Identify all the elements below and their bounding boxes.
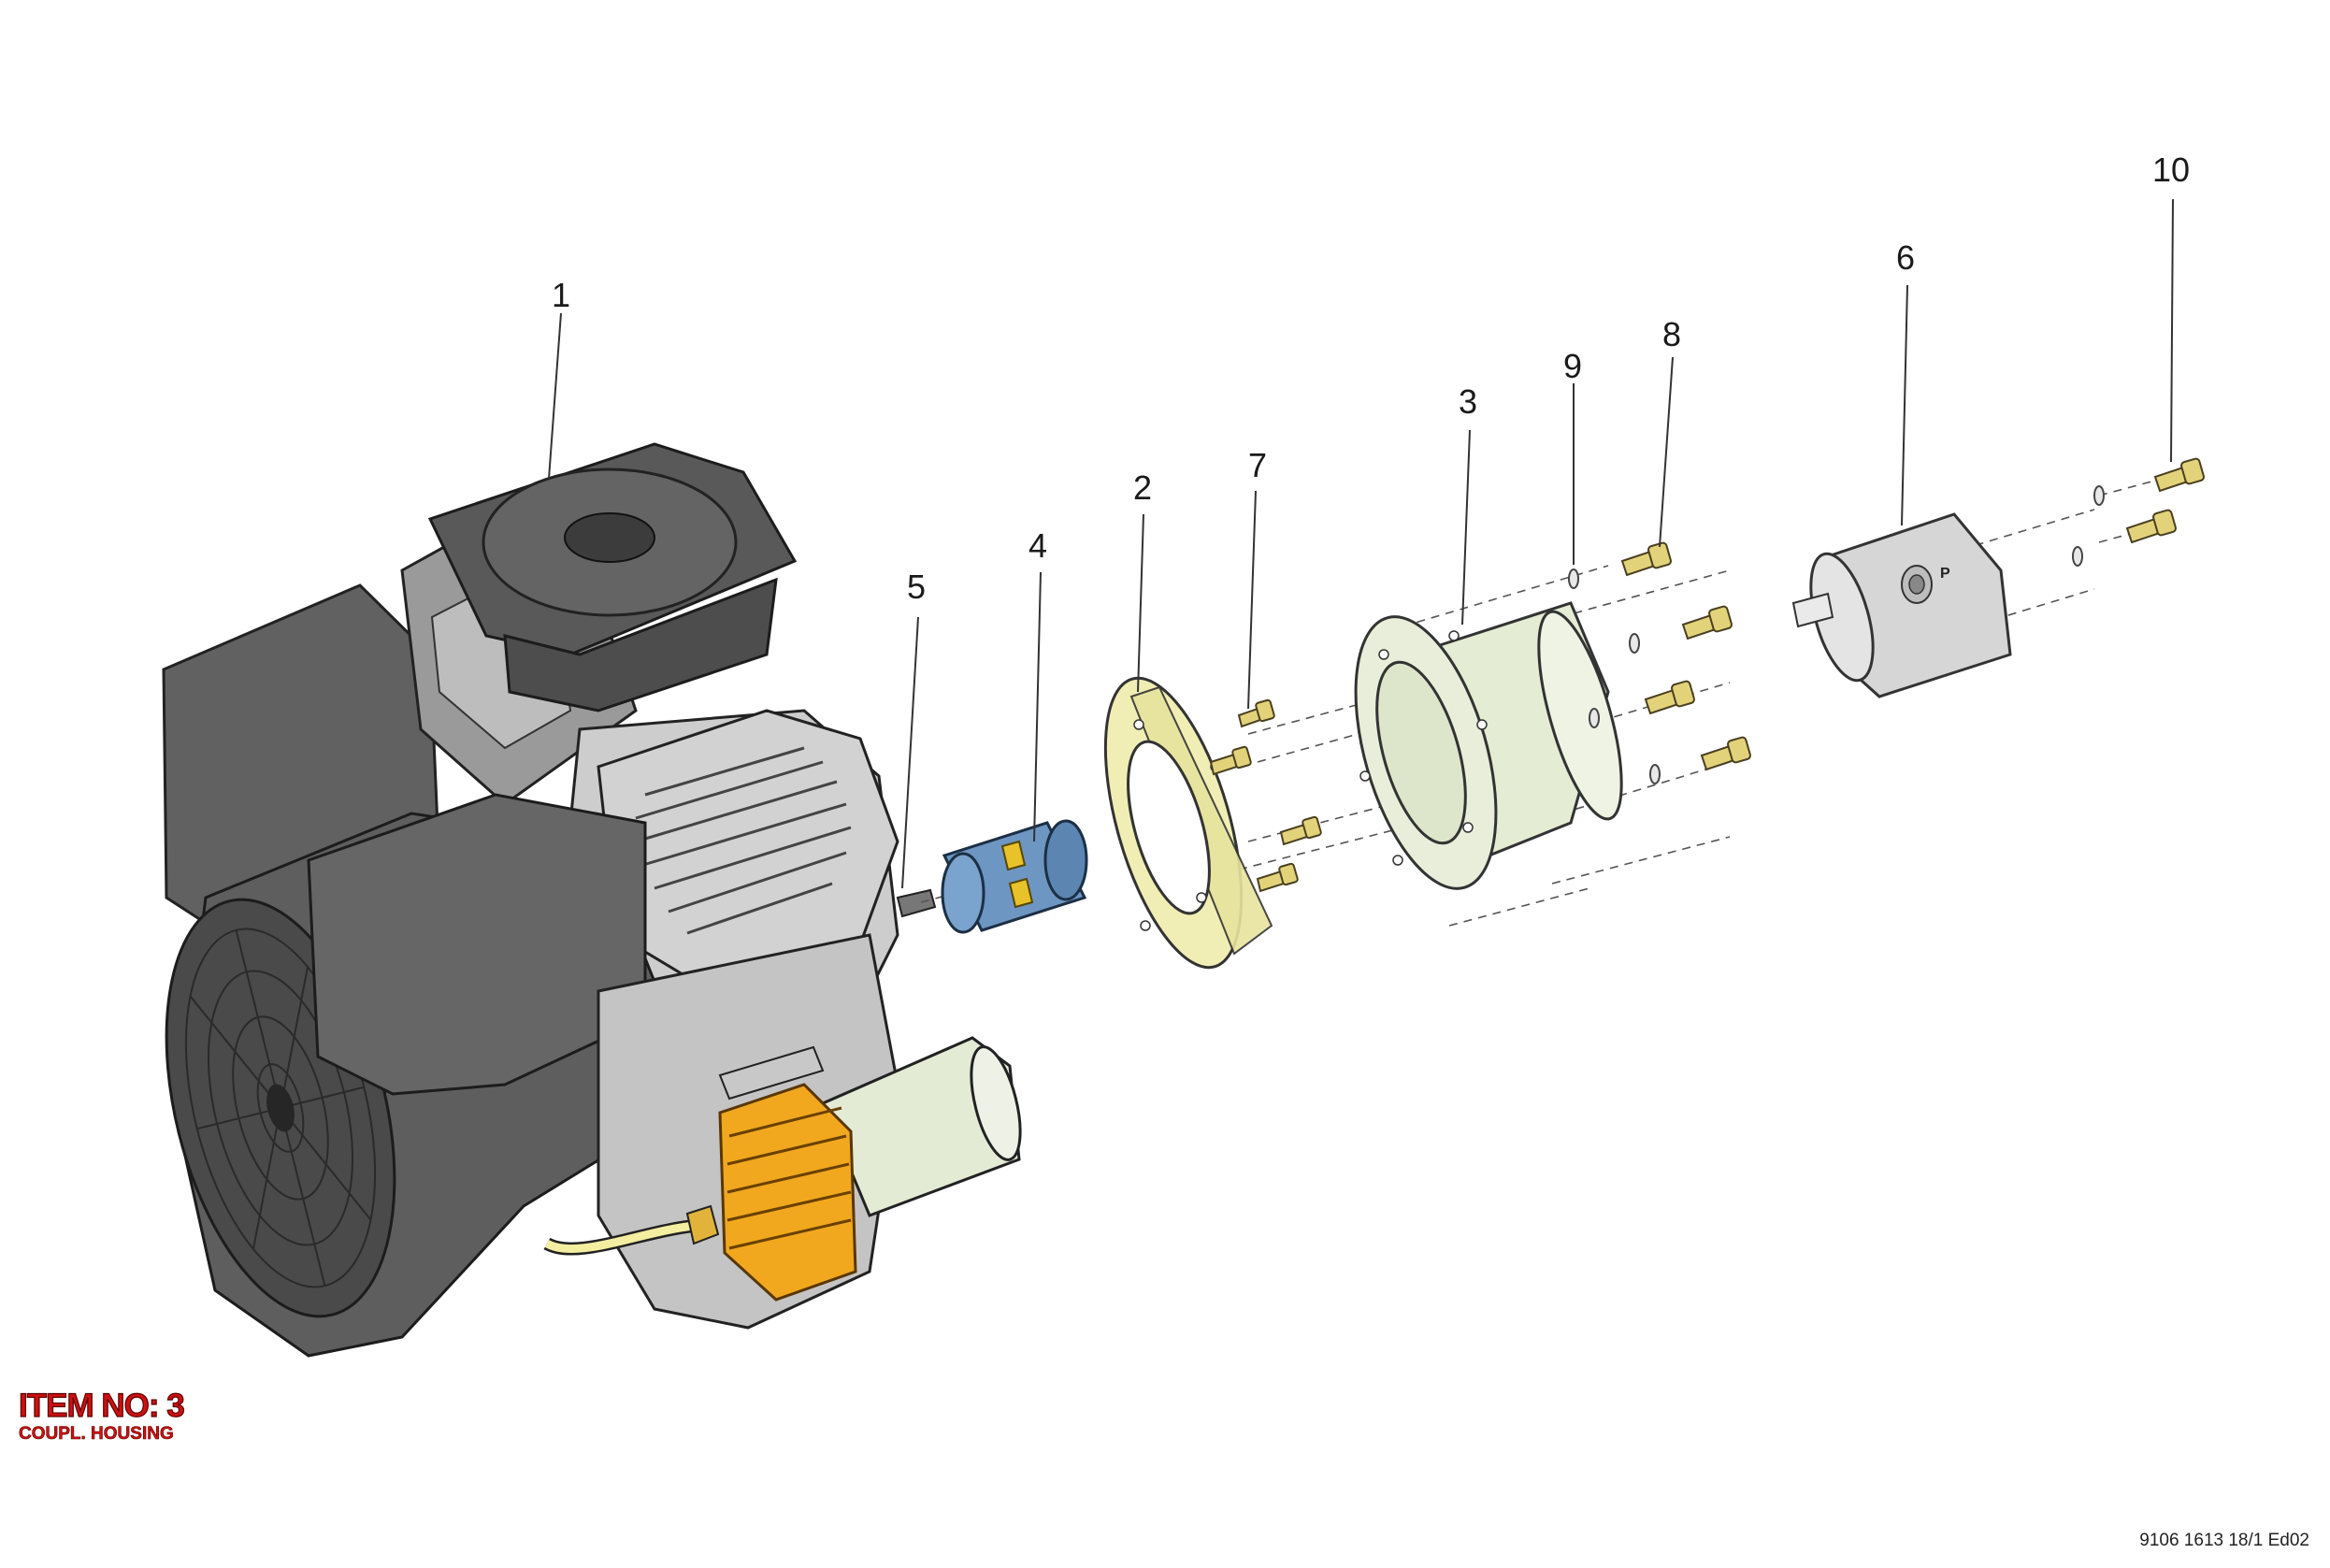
bolts-item-10 xyxy=(2125,457,2205,544)
item-number: ITEM NO: 3 xyxy=(18,1388,185,1424)
callout-2: 2 xyxy=(1133,468,1152,507)
bolts-item-8 xyxy=(1620,541,1751,771)
washers-item-9 xyxy=(1568,485,2105,784)
jaw-coupling xyxy=(941,819,1088,934)
callout-numbers: 1 2 3 4 5 6 7 8 9 10 xyxy=(552,151,2190,606)
shaft-key xyxy=(896,888,937,918)
item-caption: ITEM NO: 3 COUPL. HOUSING xyxy=(18,1388,185,1445)
adapter-flange xyxy=(1103,676,1273,970)
callout-8: 8 xyxy=(1662,315,1681,353)
pump-port-label: P xyxy=(1940,566,1950,582)
coupling-housing xyxy=(1354,601,1623,890)
callout-9: 9 xyxy=(1563,347,1582,385)
item-description: COUPL. HOUSING xyxy=(19,1424,174,1445)
callout-7: 7 xyxy=(1248,446,1267,484)
compressor-assembly xyxy=(162,442,1022,1358)
callout-3: 3 xyxy=(1459,382,1477,421)
hydraulic-pump: P xyxy=(1791,512,2012,698)
callout-4: 4 xyxy=(1028,526,1047,565)
bolts-item-7 xyxy=(1209,698,1322,893)
callout-6: 6 xyxy=(1896,238,1915,277)
callout-1: 1 xyxy=(552,276,570,314)
callout-10: 10 xyxy=(2152,151,2190,189)
callout-5: 5 xyxy=(907,568,926,606)
document-reference: 9106 1613 18/1 Ed02 xyxy=(2139,1531,2309,1550)
callout-leaders xyxy=(548,198,2174,889)
